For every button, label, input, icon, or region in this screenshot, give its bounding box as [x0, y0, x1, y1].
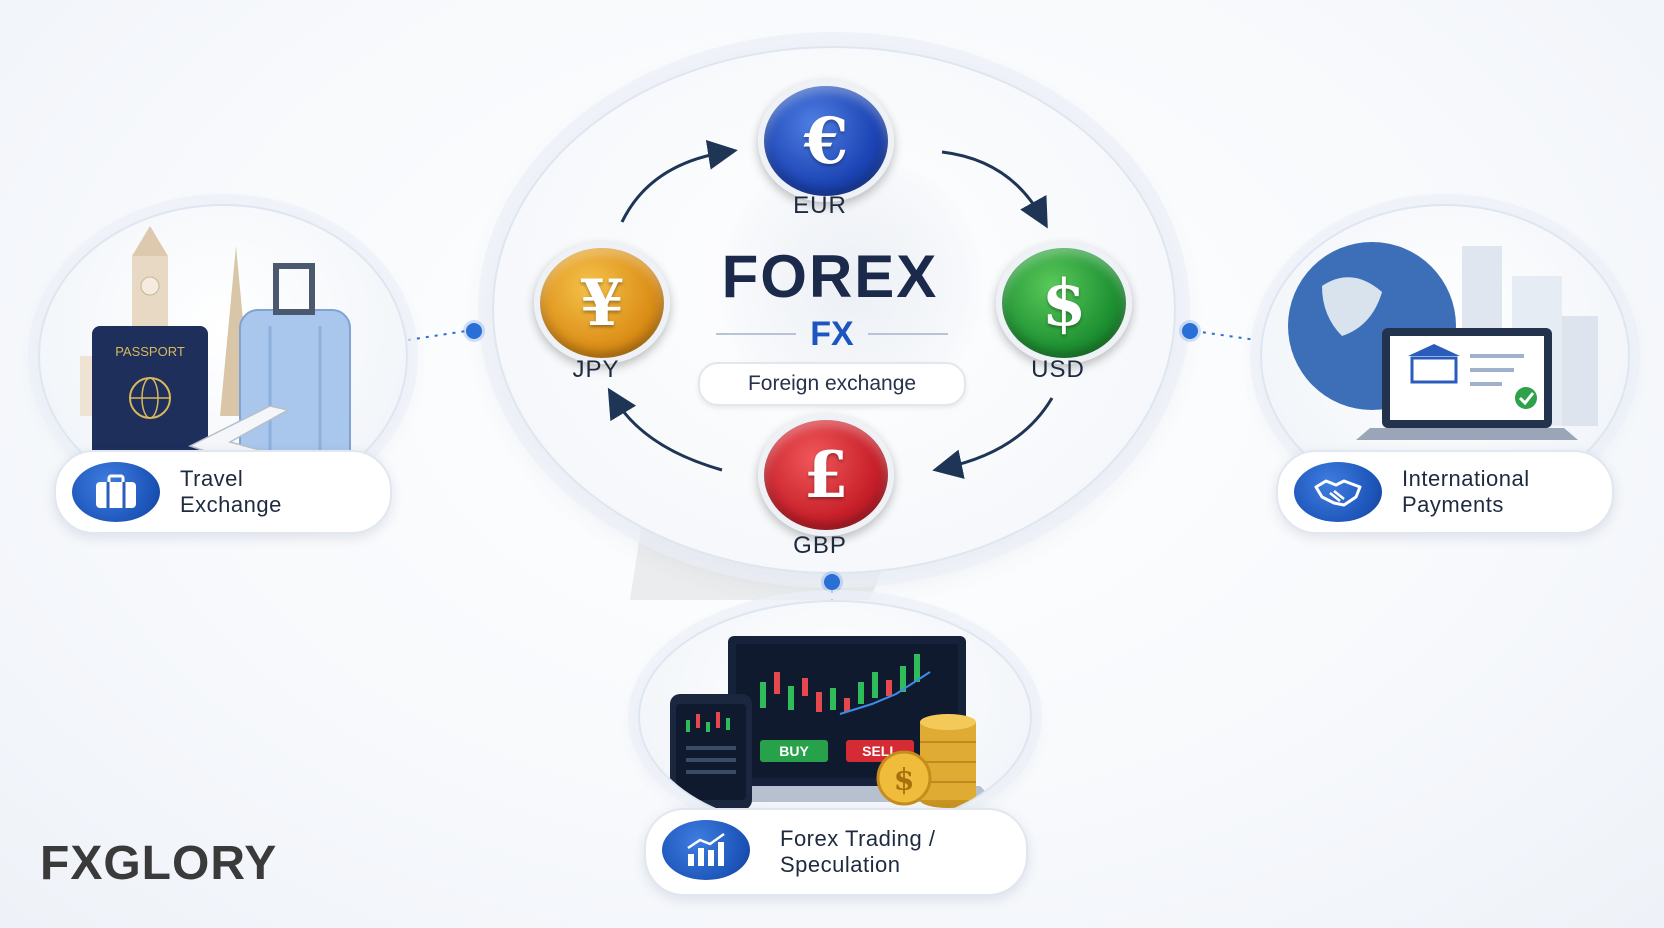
trading-illustration: BUY SELL $ — [670, 636, 996, 810]
payments-line2: Payments — [1402, 492, 1504, 517]
check-icon — [1515, 387, 1537, 409]
arrow-eur-to-usd — [941, 150, 1048, 229]
forex-trading-label: Forex Trading / Speculation — [780, 826, 935, 878]
euro-coin-icon: € — [758, 80, 894, 202]
fxglory-logo: FXGLORY — [40, 837, 278, 890]
bar-chart-icon — [662, 820, 750, 880]
buy-text: BUY — [779, 743, 809, 759]
payments-line1: International — [1402, 466, 1530, 491]
usd-label: USD — [1031, 356, 1085, 383]
international-payments-card: International Payments — [1276, 450, 1614, 534]
fx-subtitle-row: FX — [716, 314, 949, 354]
handshake-icon — [1294, 462, 1382, 522]
yen-symbol: ¥ — [579, 265, 625, 341]
connector-dot-left — [466, 323, 482, 339]
trading-illustration-bubble: BUY SELL $ — [638, 600, 1032, 834]
connector-dot-bottom — [824, 574, 840, 590]
pound-coin-icon: £ — [758, 414, 894, 536]
dollar-coin-icon: $ — [996, 242, 1132, 364]
foreign-exchange-pill: Foreign exchange — [698, 362, 966, 406]
passport-icon — [92, 326, 208, 476]
travel-exchange-label: Travel Exchange — [180, 466, 282, 518]
travel-exchange-card: Travel Exchange — [54, 450, 392, 534]
payments-illustration — [1288, 242, 1598, 440]
arrow-gbp-to-jpy — [607, 387, 723, 472]
dollar-symbol: $ — [1041, 265, 1087, 341]
briefcase-icon — [72, 462, 160, 522]
forex-trading-card: Forex Trading / Speculation — [644, 808, 1028, 896]
travel-line2: Exchange — [180, 492, 282, 517]
coin-stack-icon: $ — [876, 714, 976, 808]
bank-icon — [1408, 344, 1460, 356]
euro-symbol: € — [803, 103, 849, 179]
arrow-jpy-to-eur — [620, 139, 738, 223]
arrow-usd-to-gbp — [932, 397, 1054, 479]
divider-left — [716, 333, 797, 335]
yen-coin-icon: ¥ — [534, 242, 670, 364]
passport-text: PASSPORT — [115, 344, 185, 359]
gbp-label: GBP — [793, 532, 847, 559]
buy-button — [760, 740, 828, 762]
eur-label: EUR — [793, 192, 847, 219]
trading-line2: Speculation — [780, 852, 901, 877]
travel-line1: Travel — [180, 466, 244, 491]
forex-title: FOREX — [721, 243, 939, 310]
pound-symbol: £ — [803, 437, 849, 513]
connector-dot-right — [1182, 323, 1198, 339]
trading-line1: Forex Trading / — [780, 826, 936, 851]
divider-right — [867, 333, 949, 335]
international-payments-label: International Payments — [1402, 466, 1530, 518]
fx-subtitle: FX — [810, 314, 854, 353]
coin-dollar-text: $ — [894, 763, 915, 798]
jpy-label: JPY — [572, 356, 620, 383]
candlestick-chart — [760, 654, 931, 715]
